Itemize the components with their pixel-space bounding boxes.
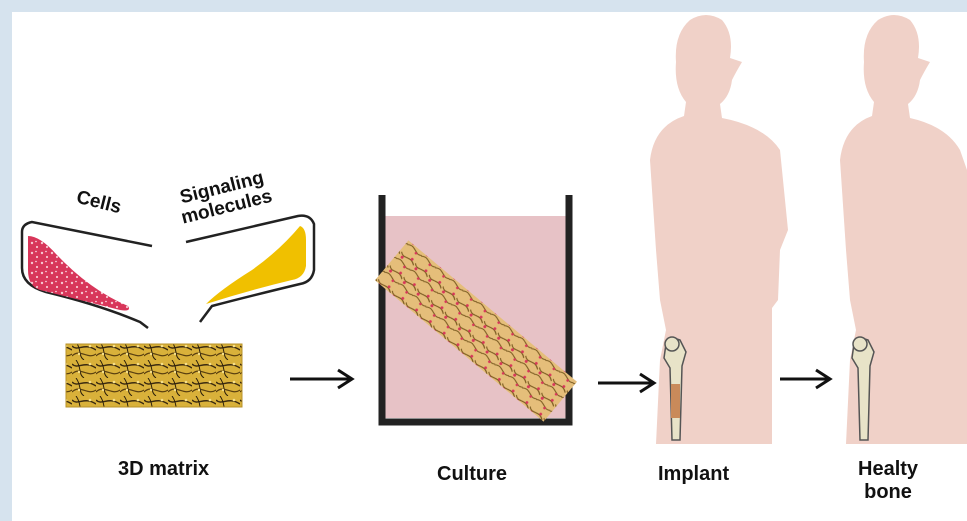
cells-pipette (22, 222, 152, 328)
culture-container (375, 195, 577, 422)
healthy-bone-label: Healty bone (858, 458, 918, 504)
matrix-label: 3D matrix (118, 458, 209, 481)
signaling-fill (206, 226, 306, 304)
arrow-1 (290, 370, 352, 388)
healthy-label-line1: Healty (858, 458, 918, 481)
implant-label: Implant (658, 463, 729, 486)
signaling-pipette (186, 216, 314, 322)
matrix-scaffold (66, 344, 242, 407)
culture-label: Culture (437, 463, 507, 486)
healthy-label-line2: bone (858, 481, 918, 504)
cells-fill (28, 236, 129, 311)
arrow-3 (780, 370, 830, 388)
arrow-2 (598, 374, 654, 392)
implant-segment (671, 384, 680, 418)
